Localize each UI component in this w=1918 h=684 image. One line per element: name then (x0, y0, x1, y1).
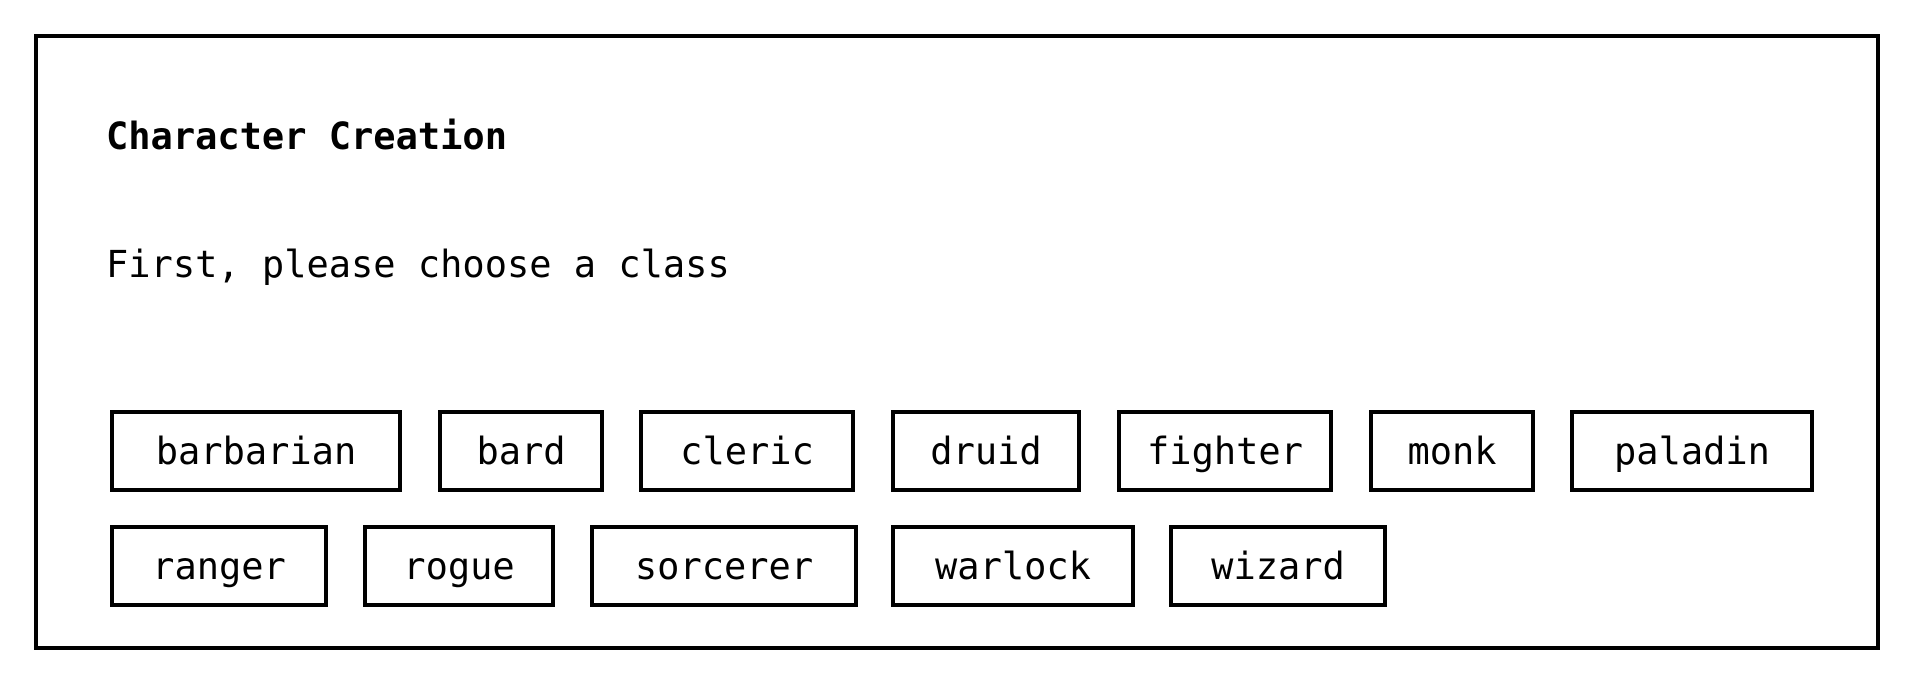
class-button-wizard[interactable]: wizard (1169, 525, 1387, 607)
class-prompt: First, please choose a class (106, 243, 730, 286)
class-button-sorcerer[interactable]: sorcerer (590, 525, 858, 607)
character-creation-panel: Character Creation First, please choose … (34, 34, 1880, 650)
class-button-barbarian[interactable]: barbarian (110, 410, 402, 492)
class-button-ranger[interactable]: ranger (110, 525, 328, 607)
class-button-monk[interactable]: monk (1369, 410, 1535, 492)
class-button-bard[interactable]: bard (438, 410, 604, 492)
class-button-druid[interactable]: druid (891, 410, 1081, 492)
class-button-fighter[interactable]: fighter (1117, 410, 1333, 492)
page-title: Character Creation (106, 115, 507, 158)
class-button-rogue[interactable]: rogue (363, 525, 555, 607)
class-button-paladin[interactable]: paladin (1570, 410, 1814, 492)
class-button-cleric[interactable]: cleric (639, 410, 855, 492)
class-button-warlock[interactable]: warlock (891, 525, 1135, 607)
